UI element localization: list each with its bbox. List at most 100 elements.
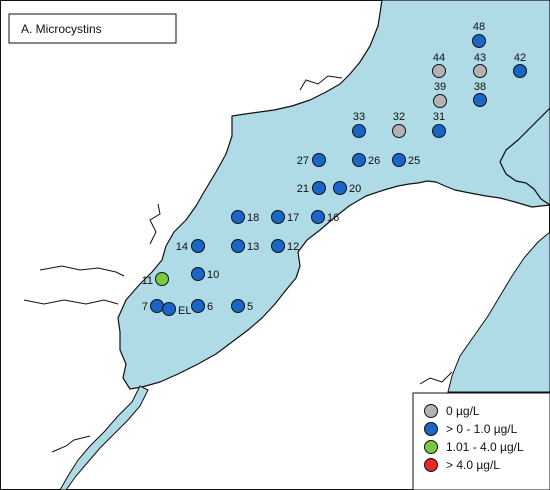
site-label: 10 xyxy=(207,269,219,281)
site-marker: 11 xyxy=(142,272,169,287)
site-marker: EL xyxy=(162,302,191,317)
site-label: 39 xyxy=(434,81,446,93)
site-label: 48 xyxy=(473,21,485,33)
legend-swatch xyxy=(424,422,438,436)
site-marker: 27 xyxy=(297,153,326,167)
site-label: 25 xyxy=(408,155,420,167)
legend: 0 µg/L > 0 - 1.0 µg/L 1.01 - 4.0 µg/L > 4.0… xyxy=(412,392,550,490)
tributary-southwest xyxy=(51,435,91,453)
legend-swatch xyxy=(424,458,438,472)
site-marker: 38 xyxy=(473,81,487,107)
site-label: 7 xyxy=(142,301,148,313)
site-label: 21 xyxy=(297,183,309,195)
site-label: 27 xyxy=(297,155,309,167)
site-dot xyxy=(473,93,487,107)
site-marker: 7 xyxy=(142,299,164,313)
legend-label: > 4.0 µg/L xyxy=(446,458,500,472)
site-marker: 6 xyxy=(191,299,213,313)
site-label: 26 xyxy=(368,155,380,167)
site-dot xyxy=(352,153,366,167)
site-label: 16 xyxy=(327,212,339,224)
site-label: 12 xyxy=(287,241,299,253)
site-dot xyxy=(472,34,486,48)
site-label: 42 xyxy=(514,52,526,64)
legend-label: > 0 - 1.0 µg/L xyxy=(446,422,518,436)
site-label: 43 xyxy=(474,52,486,64)
site-dot xyxy=(432,64,446,78)
legend-item: > 0 - 1.0 µg/L xyxy=(424,422,518,436)
site-label: 33 xyxy=(353,111,365,123)
tributary-north xyxy=(299,75,343,91)
tributary-west-1 xyxy=(39,265,125,277)
site-dot xyxy=(191,299,205,313)
legend-item: 1.01 - 4.0 µg/L xyxy=(424,440,524,454)
site-label: 17 xyxy=(287,212,299,224)
tributary-south xyxy=(419,371,453,385)
site-marker: 39 xyxy=(433,81,447,108)
legend-item: > 4.0 µg/L xyxy=(424,458,500,472)
site-dot xyxy=(433,94,447,108)
site-marker: 17 xyxy=(271,210,299,224)
site-dot xyxy=(333,181,347,195)
site-marker: 16 xyxy=(311,210,339,224)
site-label: 18 xyxy=(247,212,259,224)
site-label: 13 xyxy=(247,241,259,253)
site-label: 5 xyxy=(247,301,253,313)
panel-title: A. Microcystins xyxy=(21,22,102,36)
legend-item: 0 µg/L xyxy=(424,404,480,418)
site-marker: 5 xyxy=(231,299,253,313)
site-marker: 18 xyxy=(231,210,259,224)
site-marker: 14 xyxy=(176,239,205,253)
site-marker: 31 xyxy=(432,111,446,138)
site-marker: 13 xyxy=(231,239,259,253)
site-dot xyxy=(392,124,406,138)
site-label: 38 xyxy=(474,81,486,93)
site-dot xyxy=(191,267,205,281)
site-dot xyxy=(155,272,169,286)
tributary-west-2 xyxy=(23,299,119,305)
site-marker: 32 xyxy=(392,111,406,138)
site-dot xyxy=(231,299,245,313)
site-marker: 25 xyxy=(392,153,420,167)
site-marker: 20 xyxy=(333,181,361,195)
site-marker: 26 xyxy=(352,153,380,167)
site-marker: 12 xyxy=(271,239,299,253)
site-marker: 44 xyxy=(432,52,446,78)
site-label: 31 xyxy=(433,111,445,123)
river-outflow xyxy=(59,385,149,490)
site-marker: 43 xyxy=(473,52,487,78)
site-marker: 33 xyxy=(352,111,366,138)
site-dot xyxy=(150,299,164,313)
site-dot xyxy=(271,210,285,224)
site-dot xyxy=(473,64,487,78)
site-dot xyxy=(513,64,527,78)
site-marker: 10 xyxy=(191,267,219,281)
site-dot xyxy=(432,124,446,138)
site-dot xyxy=(311,210,325,224)
legend-swatch xyxy=(424,404,438,418)
site-dot xyxy=(271,239,285,253)
southeast-water-body xyxy=(447,231,550,393)
site-dot xyxy=(352,124,366,138)
site-label: EL xyxy=(178,305,191,317)
site-dot xyxy=(191,239,205,253)
site-dot xyxy=(231,239,245,253)
site-marker: 48 xyxy=(472,21,486,48)
legend-label: 1.01 - 4.0 µg/L xyxy=(446,440,524,454)
site-label: 32 xyxy=(393,111,405,123)
site-dot xyxy=(231,210,245,224)
site-dot xyxy=(312,181,326,195)
site-label: 20 xyxy=(349,183,361,195)
panel-title-box: A. Microcystins xyxy=(8,13,177,44)
legend-label: 0 µg/L xyxy=(446,404,480,418)
sampling-sites: 48 44 43 42 39 38 33 32 31 27 26 25 21 20 18 17 16 14 13 12… xyxy=(142,21,527,317)
site-label: 14 xyxy=(176,241,188,253)
site-marker: 42 xyxy=(513,52,527,78)
site-dot xyxy=(312,153,326,167)
legend-swatch xyxy=(424,440,438,454)
tributary-northwest xyxy=(149,203,161,245)
site-label: 44 xyxy=(433,52,445,64)
site-label: 6 xyxy=(207,301,213,313)
site-label: 11 xyxy=(142,275,153,287)
